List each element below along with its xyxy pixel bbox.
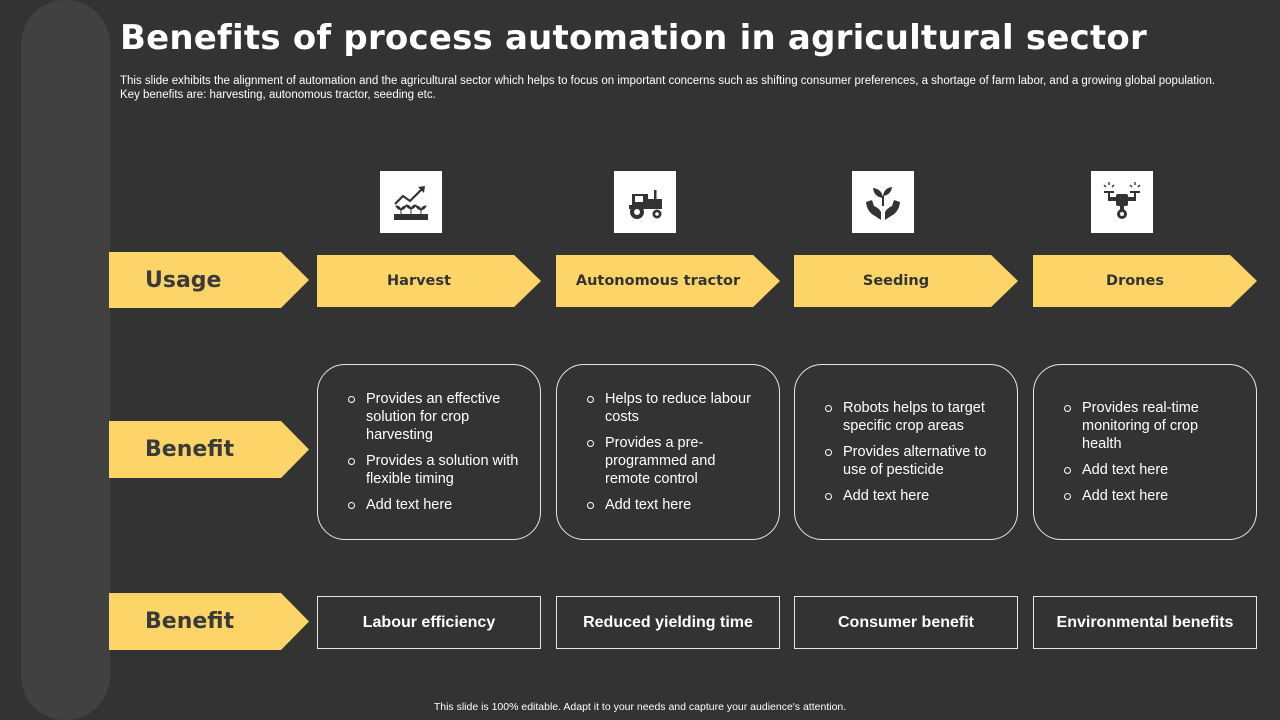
- outcome-label: Consumer benefit: [837, 613, 974, 631]
- drone-icon: [1091, 171, 1153, 233]
- side-rail: [21, 0, 110, 720]
- benefit-list: Provides an effective solution for crop …: [318, 390, 540, 514]
- benefit-card: Robots helps to target specific crop are…: [794, 364, 1018, 540]
- row-label-usage-text: Usage: [145, 267, 222, 293]
- usage-label: Drones: [1106, 273, 1164, 289]
- benefit-card: Helps to reduce labour costs Provides a …: [556, 364, 780, 540]
- outcome-label: Environmental benefits: [1056, 613, 1234, 631]
- benefit-item: Add text here: [346, 496, 522, 514]
- benefit-item: Provides an effective solution for crop …: [346, 390, 522, 444]
- slide-subtitle: This slide exhibits the alignment of aut…: [120, 75, 1216, 101]
- benefit-item: Add text here: [823, 487, 999, 505]
- row-label-usage: Usage: [109, 252, 309, 308]
- outcome-label: Labour efficiency: [362, 613, 496, 631]
- outcome-box: Environmental benefits: [1033, 596, 1257, 649]
- usage-label: Seeding: [862, 273, 930, 289]
- outcome-box: Consumer benefit: [794, 596, 1018, 649]
- benefit-item: Provides a solution with flexible timing: [346, 452, 522, 488]
- row-label-benefit-text: Benefit: [145, 437, 235, 462]
- row-label-benefit: Benefit: [109, 421, 309, 478]
- benefit-item: Provides real-time monitoring of crop he…: [1062, 399, 1238, 453]
- benefit-list: Helps to reduce labour costs Provides a …: [557, 390, 779, 514]
- tractor-icon: [614, 171, 676, 233]
- benefit-item: Provides alternative to use of pesticide: [823, 443, 999, 479]
- benefit-item: Robots helps to target specific crop are…: [823, 399, 999, 435]
- benefit-item: Provides a pre-programmed and remote con…: [585, 434, 761, 488]
- outcome-box: Labour efficiency: [317, 596, 541, 649]
- row-label-outcome: Benefit: [109, 593, 309, 650]
- usage-label: Autonomous tractor: [575, 273, 741, 289]
- slide-title: Benefits of process automation in agricu…: [120, 18, 1147, 58]
- growth-plant-icon: [380, 171, 442, 233]
- outcome-label: Reduced yielding time: [583, 613, 753, 631]
- benefit-card: Provides an effective solution for crop …: [317, 364, 541, 540]
- usage-chevron: Seeding: [794, 255, 1018, 307]
- outcome-box: Reduced yielding time: [556, 596, 780, 649]
- row-label-outcome-text: Benefit: [145, 609, 235, 634]
- footer-note: This slide is 100% editable. Adapt it to…: [433, 701, 847, 713]
- usage-chevron: Harvest: [317, 255, 541, 307]
- usage-label: Harvest: [387, 273, 451, 289]
- benefit-item: Add text here: [585, 496, 761, 514]
- benefit-card: Provides real-time monitoring of crop he…: [1033, 364, 1257, 540]
- usage-chevron: Drones: [1033, 255, 1257, 307]
- usage-chevron: Autonomous tractor: [556, 255, 780, 307]
- hands-seedling-icon: [852, 171, 914, 233]
- benefit-item: Add text here: [1062, 487, 1238, 505]
- benefit-item: Add text here: [1062, 461, 1238, 479]
- benefit-item: Helps to reduce labour costs: [585, 390, 761, 426]
- benefit-list: Provides real-time monitoring of crop he…: [1034, 399, 1256, 505]
- benefit-list: Robots helps to target specific crop are…: [795, 399, 1017, 505]
